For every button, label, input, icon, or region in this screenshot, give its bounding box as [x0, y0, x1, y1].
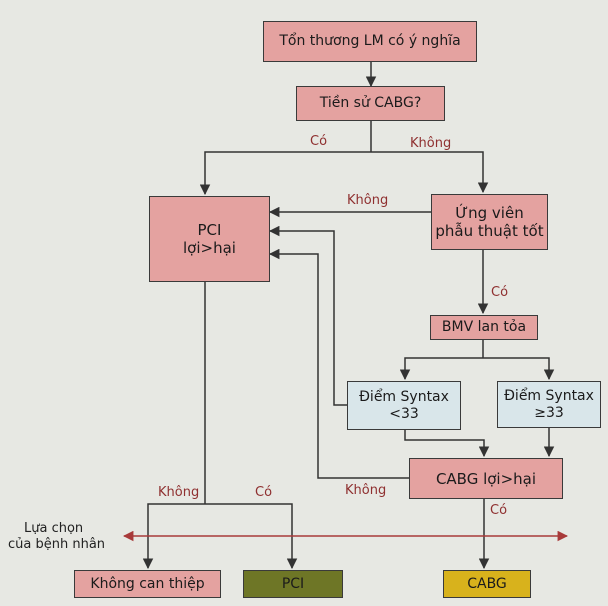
pci-benefit-line1: PCI [197, 221, 222, 239]
pci-result-text: PCI [281, 575, 305, 592]
label-candidate-no: Không [347, 193, 389, 208]
syntax-high-box: Điểm Syntax ≥33 [497, 381, 601, 428]
syntax-low-line1: Điểm Syntax [359, 388, 449, 405]
syntax-high-line1: Điểm Syntax [504, 387, 594, 404]
arrow-syntax-low-to-pci [268, 225, 347, 406]
patient-choice-line2: của bệnh nhân [8, 537, 106, 552]
lm-lesion-text: Tổn thương LM có ý nghĩa [279, 33, 461, 50]
cabg-benefit-text: CABG lợi>hại [435, 469, 537, 488]
good-surgical-candidate-box: Ứng viên phẫu thuật tốt [431, 194, 548, 250]
pci-result-box: PCI [243, 570, 343, 598]
cabg-result-text: CABG [467, 575, 507, 592]
cabg-history-box: Tiền sử CABG? [296, 86, 445, 121]
pci-benefit-line2: lợi>hại [183, 239, 236, 257]
pci-benefit-box: PCI lợi>hại [149, 196, 270, 282]
no-intervention-text: Không can thiệp [90, 575, 205, 592]
label-pci-no: Không [158, 485, 200, 500]
label-history-yes: Có [310, 134, 328, 149]
lm-lesion-box: Tổn thương LM có ý nghĩa [263, 21, 477, 62]
patient-choice-line1: Lựa chọn [24, 521, 84, 536]
arrow-pci-yes [205, 503, 298, 570]
arrow-bmv-syntax-low [399, 357, 483, 381]
arrow-pci-no [142, 503, 205, 570]
cabg-result-box: CABG [443, 570, 531, 598]
label-cabg-yes: Có [490, 503, 508, 518]
label-cabg-no: Không [345, 483, 387, 498]
diffuse-cad-text: BMV lan tỏa [441, 319, 527, 336]
syntax-high-line2: ≥33 [534, 404, 564, 421]
candidate-line2: phẫu thuật tốt [435, 222, 544, 240]
diffuse-cad-box: BMV lan tỏa [430, 315, 538, 340]
arrow-history-yes [199, 151, 371, 196]
no-intervention-box: Không can thiệp [74, 570, 221, 598]
label-history-no: Không [410, 136, 452, 151]
arrow-syntax-low-to-cabg [404, 430, 490, 458]
syntax-low-box: Điểm Syntax <33 [347, 381, 461, 430]
syntax-low-line2: <33 [389, 405, 419, 422]
label-candidate-yes: Có [491, 285, 509, 300]
candidate-line1: Ứng viên [455, 204, 524, 222]
arrow-bmv-syntax-high [483, 357, 555, 381]
cabg-history-text: Tiền sử CABG? [319, 95, 422, 112]
label-pci-yes: Có [255, 485, 273, 500]
arrow-cabg-no-to-pci [268, 248, 409, 479]
cabg-benefit-box: CABG lợi>hại [409, 458, 563, 499]
arrow-history-no [371, 151, 489, 194]
